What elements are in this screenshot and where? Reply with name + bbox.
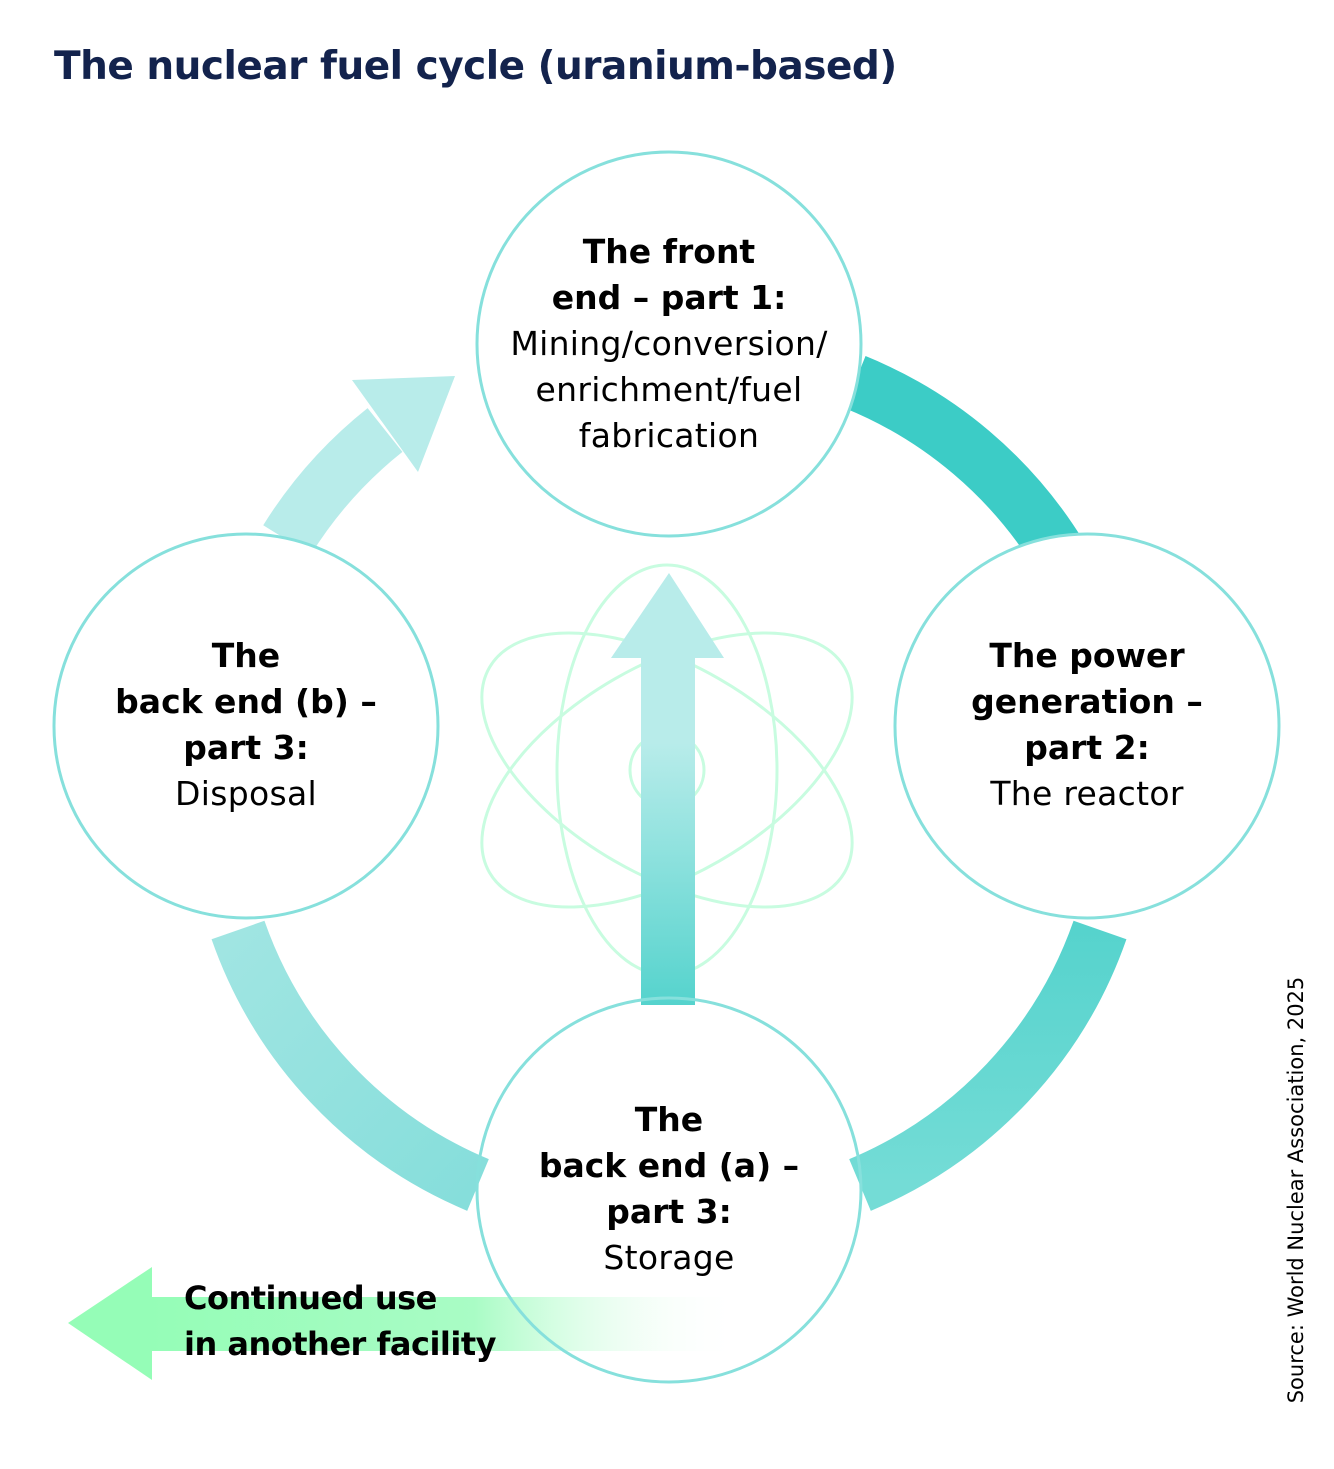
continued-use-line-2: in another facility [184, 1325, 497, 1363]
continued-use-label: Continued use in another facility [184, 1275, 497, 1367]
node-power-generation: The power generation – part 2: The react… [907, 633, 1267, 817]
node-front-end-desc-2: enrichment/fuel [535, 370, 803, 409]
diagram-title: The nuclear fuel cycle (uranium-based) [54, 44, 897, 89]
node-back-end-b-title-3: part 3: [183, 728, 309, 767]
node-back-end-b-title-1: The [211, 636, 281, 675]
continued-use-line-1: Continued use [184, 1279, 437, 1317]
node-back-end-a: The back end (a) – part 3: Storage [489, 1097, 849, 1281]
arc-front-to-power [844, 356, 1084, 571]
node-back-end-b-title-2: back end (b) – [115, 682, 377, 721]
node-power-title-2: generation – [971, 682, 1203, 721]
node-back-end-b-desc-1: Disposal [175, 774, 317, 813]
arrow-left-icon [68, 1267, 740, 1380]
node-front-end-desc-3: fabrication [578, 416, 760, 455]
node-circle-front-end [475, 150, 863, 538]
node-back-end-a-title-2: back end (a) – [538, 1146, 800, 1185]
arc-power-to-storage [848, 920, 1127, 1211]
arc-storage-to-disposal [211, 920, 490, 1211]
node-circle-power-generation [893, 532, 1281, 920]
source-credit: Source: World Nuclear Association, 2025 [1284, 976, 1308, 1404]
node-circle-back-end-b [52, 532, 440, 920]
node-front-end-title-1: The front [582, 232, 756, 271]
node-back-end-a-desc-1: Storage [603, 1238, 735, 1277]
arrow-up-icon [611, 573, 724, 1005]
node-circle-back-end-a [475, 996, 863, 1384]
node-power-title-3: part 2: [1024, 728, 1150, 767]
node-power-title-1: The power [989, 636, 1185, 675]
node-front-end-title-2: end – part 1: [551, 278, 787, 317]
arrow-disposal-to-front [263, 376, 455, 556]
node-front-end-desc-1: Mining/conversion/ [510, 324, 828, 363]
node-back-end-a-title-1: The [634, 1100, 704, 1139]
node-back-end-b: The back end (b) – part 3: Disposal [66, 633, 426, 817]
node-back-end-a-title-3: part 3: [606, 1192, 732, 1231]
node-power-desc-1: The reactor [990, 774, 1184, 813]
node-front-end: The front end – part 1: Mining/conversio… [489, 229, 849, 459]
